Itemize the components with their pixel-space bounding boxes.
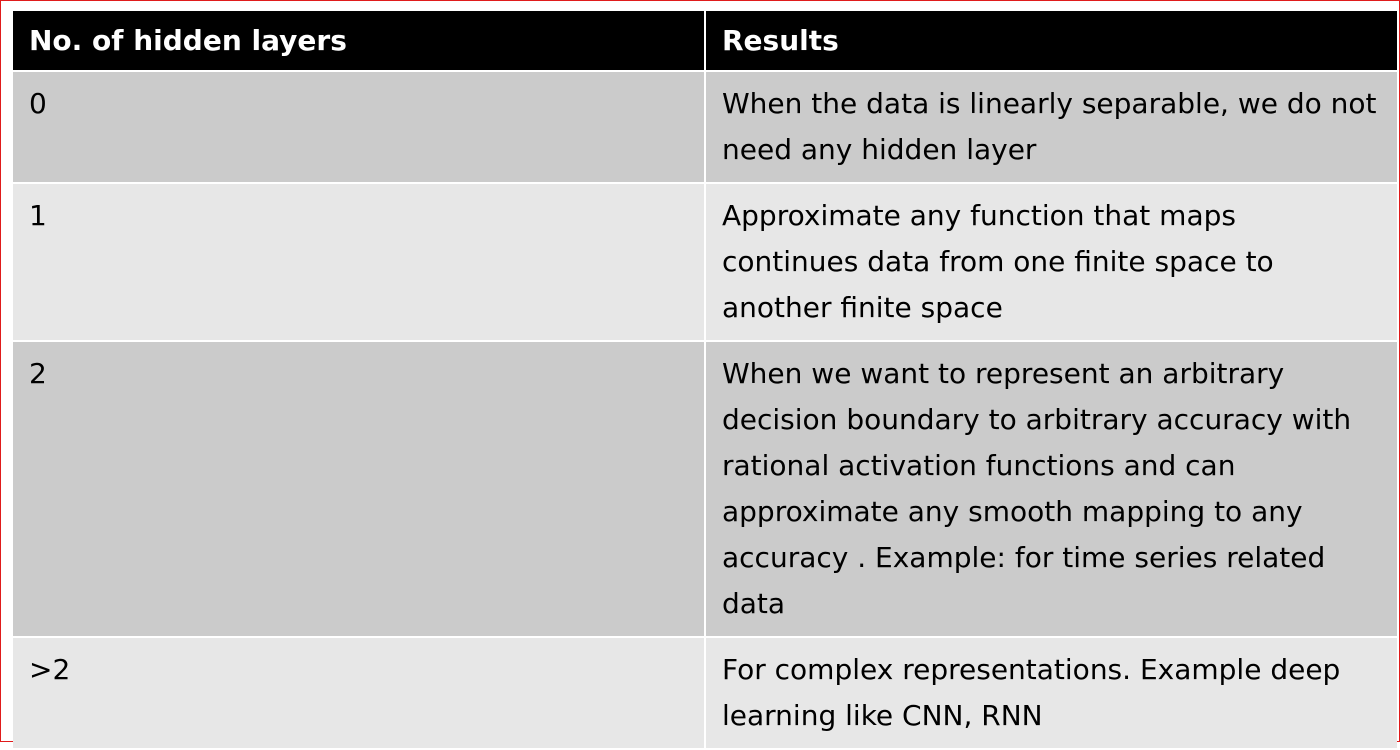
cell-layers: 2 bbox=[13, 341, 706, 638]
cell-layers: 1 bbox=[13, 183, 706, 342]
header-hidden-layers: No. of hidden layers bbox=[13, 11, 706, 72]
table-row: 1 Approximate any function that maps con… bbox=[13, 183, 1397, 342]
cell-layers: >2 bbox=[13, 637, 706, 750]
header-results: Results bbox=[705, 11, 1397, 72]
hidden-layers-table: No. of hidden layers Results 0 When the … bbox=[13, 11, 1397, 750]
table-row: >2 For complex representations. Example … bbox=[13, 637, 1397, 750]
cell-result: When the data is linearly separable, we … bbox=[705, 71, 1397, 184]
cell-result: When we want to represent an arbitrary d… bbox=[705, 341, 1397, 638]
cell-layers: 0 bbox=[13, 71, 706, 184]
table-row: 2 When we want to represent an arbitrary… bbox=[13, 341, 1397, 638]
cell-result: For complex representations. Example dee… bbox=[705, 637, 1397, 750]
table-header-row: No. of hidden layers Results bbox=[13, 11, 1397, 72]
table-row: 0 When the data is linearly separable, w… bbox=[13, 71, 1397, 184]
cell-result: Approximate any function that maps conti… bbox=[705, 183, 1397, 342]
